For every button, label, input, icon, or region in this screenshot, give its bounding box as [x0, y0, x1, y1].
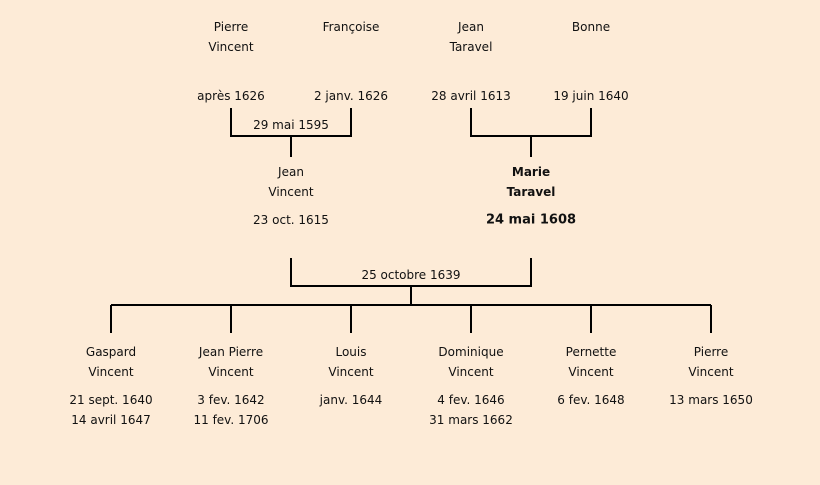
date: après 1626: [197, 89, 265, 103]
birth-date: 6 fev. 1648: [557, 393, 625, 407]
date: 24 mai 1608: [485, 212, 577, 228]
vincent-marriage-bracket: [230, 108, 352, 157]
last-name: Vincent: [268, 185, 314, 199]
death-date: 31 mars 1662: [429, 413, 513, 427]
children-bar: [110, 304, 712, 333]
taravel-marriage-bracket: [470, 108, 592, 157]
first-name: Gaspard: [85, 345, 137, 359]
birth-date: 3 fev. 1642: [197, 393, 265, 407]
marriage-date-parents: 25 octobre 1639: [361, 268, 461, 282]
first-name: Bonne: [571, 20, 611, 34]
death-date: 14 avril 1647: [71, 413, 151, 427]
first-name: Jean Pierre: [198, 345, 264, 359]
first-name: Jean: [278, 165, 304, 179]
death-date: 11 fev. 1706: [193, 413, 269, 427]
birth-date: 13 mars 1650: [669, 393, 753, 407]
parents-marriage-bracket: [290, 258, 532, 305]
last-name: Taravel: [449, 40, 493, 54]
first-name: Dominique: [438, 345, 504, 359]
last-name: Taravel: [506, 185, 556, 199]
date: 2 janv. 1626: [313, 89, 389, 103]
birth-date: 21 sept. 1640: [69, 393, 153, 407]
first-name: Louis: [335, 345, 367, 359]
last-name: Vincent: [88, 365, 134, 379]
last-name: Vincent: [688, 365, 734, 379]
last-name: Vincent: [328, 365, 374, 379]
first-name: Pierre: [213, 20, 249, 34]
first-name: Françoise: [322, 20, 380, 34]
first-name: Pierre: [693, 345, 729, 359]
date: 28 avril 1613: [431, 89, 511, 103]
last-name: Vincent: [208, 365, 254, 379]
last-name: Vincent: [568, 365, 614, 379]
first-name: Marie: [511, 165, 551, 179]
last-name: Vincent: [208, 40, 254, 54]
first-name: Jean: [458, 20, 484, 34]
date: 23 oct. 1615: [253, 213, 329, 227]
last-name: Vincent: [448, 365, 494, 379]
marriage-date-vincent: 29 mai 1595: [253, 118, 329, 132]
date: 19 juin 1640: [553, 89, 629, 103]
first-name: Pernette: [565, 345, 617, 359]
birth-date: janv. 1644: [319, 393, 383, 407]
birth-date: 4 fev. 1646: [437, 393, 505, 407]
